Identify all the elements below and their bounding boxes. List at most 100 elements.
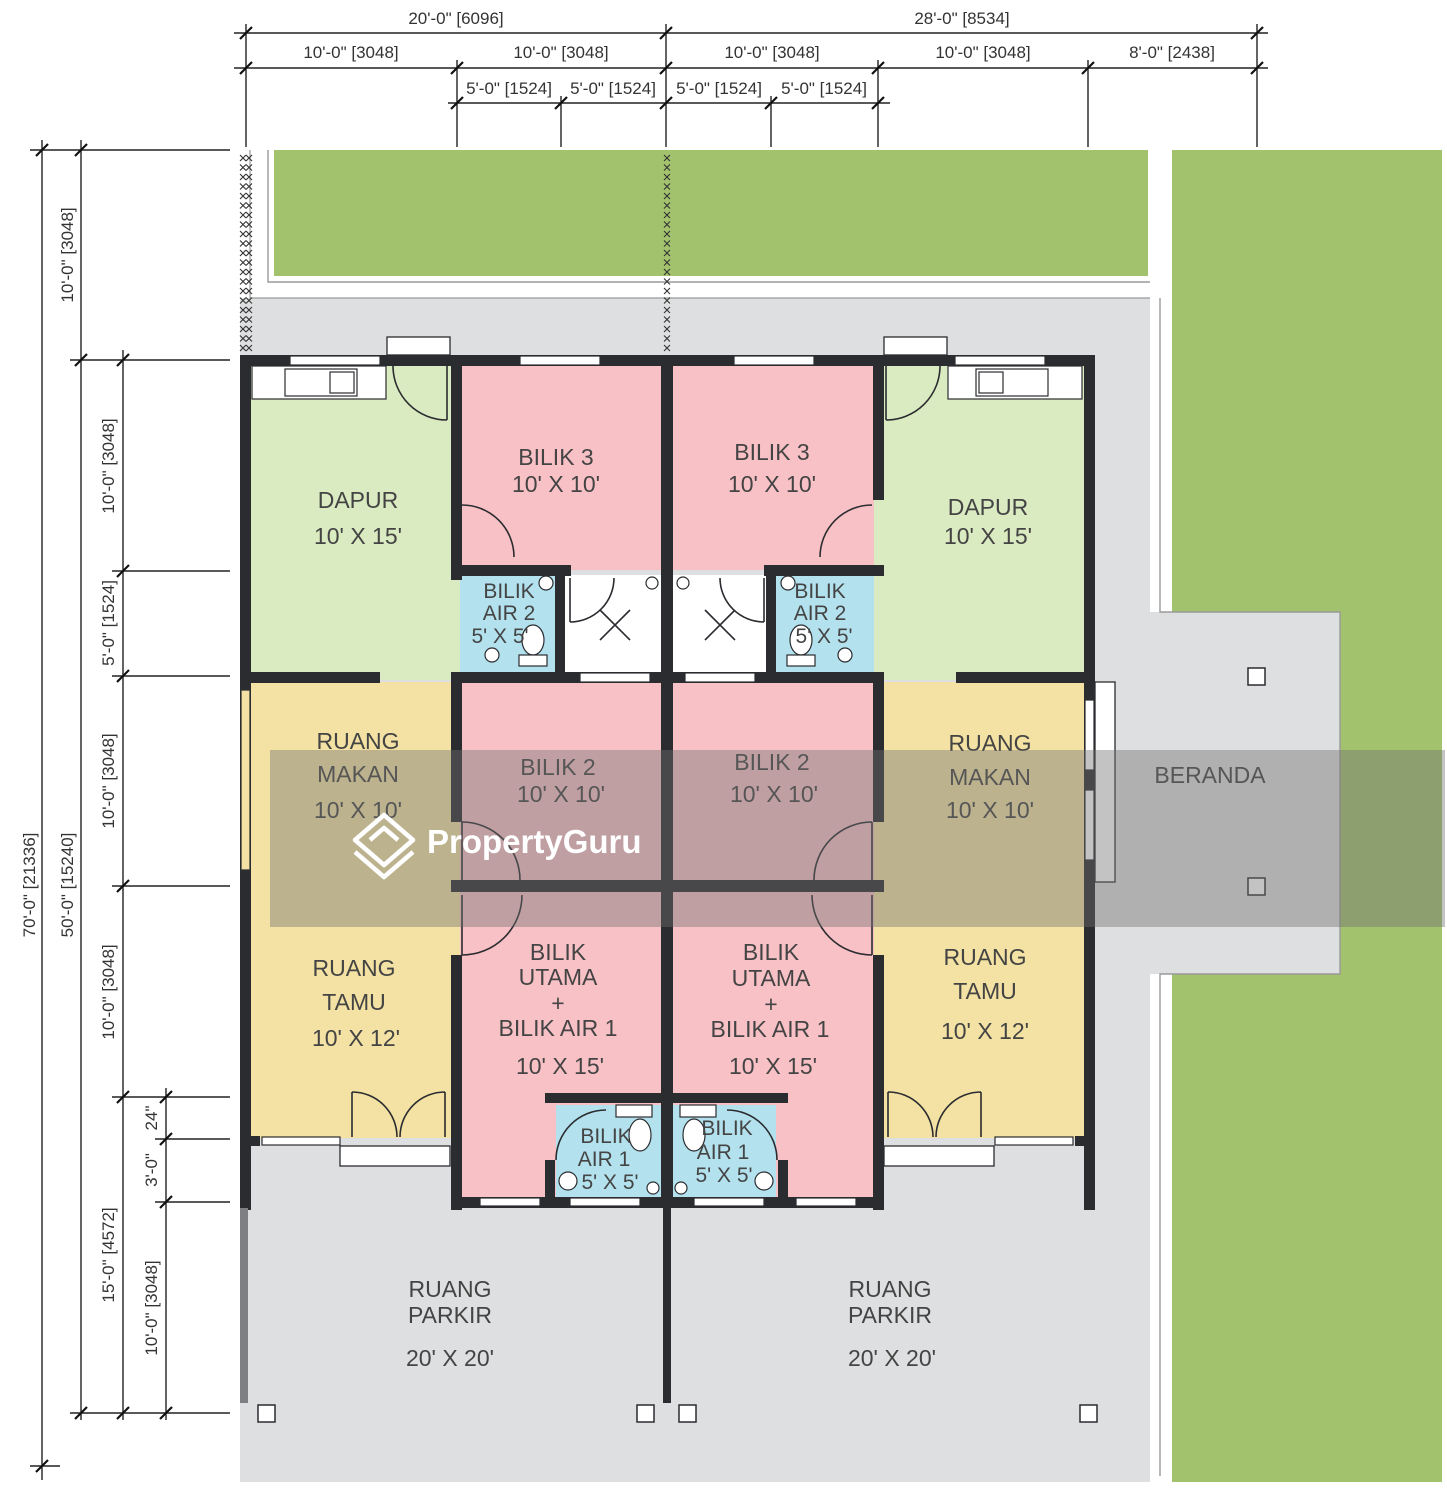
fence-x-mark xyxy=(239,173,247,181)
column-1 xyxy=(257,1404,276,1423)
lawn-back-outline xyxy=(267,150,1150,283)
beranda-outline xyxy=(1159,150,1341,1476)
fence-x-mark xyxy=(239,297,247,304)
column-2 xyxy=(636,1404,655,1423)
toilet-tank-bilikair1-right xyxy=(679,1104,717,1118)
wall-bath2-left-side xyxy=(555,570,565,678)
floor-trap-2 xyxy=(754,1171,774,1191)
window-side-right-1 xyxy=(1084,699,1095,771)
walls xyxy=(240,355,1095,1403)
fence-x-mark xyxy=(245,240,253,247)
ledge-top-right xyxy=(883,336,948,356)
ledges xyxy=(339,336,1116,1167)
dim-left-small-2: 3'-0" xyxy=(142,1153,161,1187)
fence-x-mark xyxy=(245,173,253,181)
fence-x-mark xyxy=(239,202,247,209)
dimension-tick xyxy=(35,143,49,157)
ledge-front-left xyxy=(339,1145,451,1167)
floor-trap-10 xyxy=(837,647,853,663)
wall-bath1-top xyxy=(545,1093,788,1103)
dapur-right-fill xyxy=(874,365,1086,680)
bilik3-left-fill xyxy=(460,365,662,570)
wall-bottom-center xyxy=(451,1197,884,1208)
dimension-tick xyxy=(659,61,673,75)
wall-bilik-right xyxy=(873,355,884,500)
wall-bilik2-right-side xyxy=(873,672,884,822)
bilik2-left-fill xyxy=(460,682,662,884)
fence-x-mark xyxy=(245,306,253,314)
dimension-ticks xyxy=(35,26,1264,1473)
floor-trap-7 xyxy=(646,1181,660,1195)
dimension-tick xyxy=(659,26,673,40)
dimension-tick xyxy=(764,96,778,110)
door-bilik2-left xyxy=(461,821,521,881)
fence-x-mark xyxy=(245,202,253,209)
fence-x-mark xyxy=(239,316,247,323)
window-side-right-2 xyxy=(1084,789,1095,861)
dim-top-20ft: 20'-0" [6096] xyxy=(408,9,503,28)
window-side-left xyxy=(240,689,251,871)
door-utama-left xyxy=(461,894,523,956)
sink-bowl-left xyxy=(329,371,355,394)
dim-left-part-4: 10'-0" [3048] xyxy=(99,944,118,1039)
dim-left-small-1: 24" xyxy=(142,1106,161,1131)
column-3 xyxy=(678,1404,697,1423)
window-bottom-right xyxy=(795,1197,857,1207)
beranda-paving xyxy=(1095,612,1340,974)
fence-x-mark xyxy=(663,211,671,219)
floor-trap-3 xyxy=(538,575,554,591)
fence-x-mark xyxy=(663,164,671,171)
dimension-labels: 20'-0" [6096] 28'-0" [8534] 10'-0" [3048… xyxy=(20,9,1215,1356)
door-front-right xyxy=(887,1091,982,1138)
fence-x-mark xyxy=(245,183,253,190)
bilik3-right-fill xyxy=(672,365,874,570)
label-beranda: BERANDA xyxy=(1154,762,1266,788)
toilet-tank-bilikair2-right xyxy=(786,654,816,667)
dim-left-total: 70'-0" [21336] xyxy=(20,833,39,938)
wall-bilik2-left-side xyxy=(451,672,462,822)
window-bath1-right xyxy=(693,1197,765,1207)
fence-x-mark xyxy=(663,183,671,190)
fence-outline xyxy=(249,150,1150,299)
dapur-left-fill xyxy=(250,365,460,680)
door-front-left xyxy=(351,1091,446,1138)
dimension-tick xyxy=(116,879,130,893)
doors xyxy=(351,365,982,1161)
watermark-logo-icon xyxy=(352,812,416,880)
fence-x-mark xyxy=(663,316,671,323)
fence-x-mark xyxy=(245,278,253,285)
window-hall-right xyxy=(684,672,756,683)
ledge-top-left xyxy=(386,336,451,356)
wall-party xyxy=(661,355,673,1207)
fence-x-mark xyxy=(239,278,247,285)
fence-x-mark xyxy=(663,297,671,304)
dimension-tick xyxy=(74,1406,88,1420)
dim-row3-3: 5'-0" [1524] xyxy=(676,79,762,98)
watermark: PropertyGuru xyxy=(270,750,1445,927)
fence-x-mark xyxy=(239,164,247,171)
wall-bath1-left xyxy=(545,1160,555,1208)
fence-x-mark xyxy=(245,325,253,333)
toilet-tank-bilikair2-left xyxy=(518,654,548,667)
wall-bilik2-bottom xyxy=(451,880,884,892)
fence-x-mark xyxy=(245,154,253,162)
window-front-right xyxy=(994,1136,1074,1146)
fence-x-mark xyxy=(245,249,253,257)
dimension-tick xyxy=(159,1132,173,1146)
door-bilik3-left xyxy=(461,504,515,558)
floor-trap-6 xyxy=(676,576,690,590)
fence-x-mark xyxy=(663,192,671,200)
window-bottom-left xyxy=(479,1197,541,1207)
fence-x-mark xyxy=(663,249,671,257)
floor-trap-9 xyxy=(484,647,500,663)
